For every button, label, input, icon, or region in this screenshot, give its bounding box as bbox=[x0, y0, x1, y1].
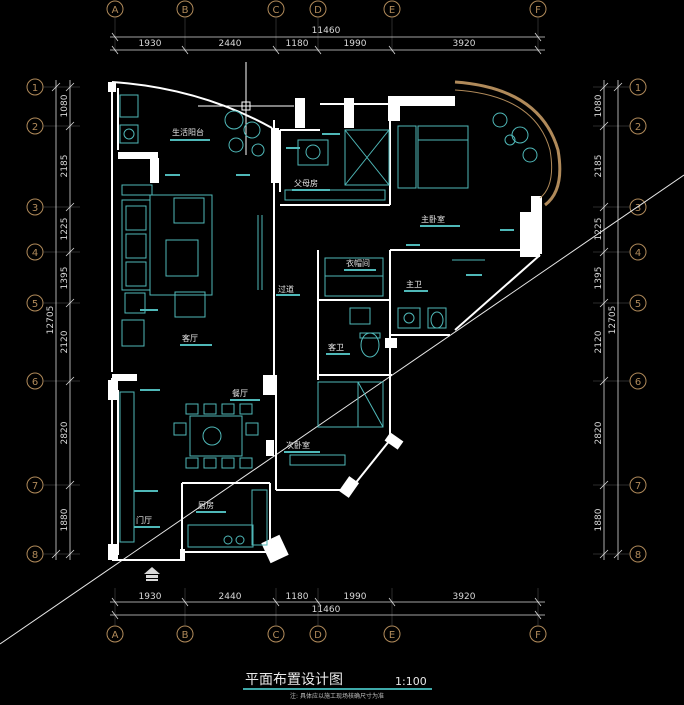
balcony-curves bbox=[111, 80, 562, 207]
left-dim-7: 1880 bbox=[60, 508, 70, 531]
left-dim-3: 1225 bbox=[60, 218, 70, 241]
right-dim-3: 1225 bbox=[594, 218, 604, 241]
axis-1-right: 1 bbox=[635, 83, 641, 94]
left-total-dim: 12705 bbox=[46, 306, 56, 335]
left-dim-2: 2185 bbox=[60, 155, 70, 178]
diagonal-reference-line bbox=[0, 174, 684, 645]
axis-f-top: F bbox=[535, 5, 541, 16]
room-label-kitchen: 厨房 bbox=[198, 500, 214, 510]
axis-e-top: E bbox=[389, 5, 395, 16]
right-dim-4: 1395 bbox=[594, 267, 604, 290]
axis-b-bottom: B bbox=[182, 630, 189, 641]
axis-4-left: 4 bbox=[32, 248, 38, 259]
axis-8-right: 8 bbox=[635, 550, 641, 561]
top-column-axes bbox=[106, 0, 547, 18]
axis-b-top: B bbox=[182, 5, 189, 16]
bottom-dim-2: 2440 bbox=[219, 592, 242, 602]
top-dim-2: 2440 bbox=[219, 39, 242, 49]
room-label-underlines bbox=[134, 133, 514, 528]
left-dimension-chain bbox=[51, 80, 75, 560]
axis-2-left: 2 bbox=[32, 122, 38, 133]
right-dim-6: 2820 bbox=[594, 421, 604, 444]
left-dim-4: 1395 bbox=[60, 267, 70, 290]
bottom-dim-4: 1990 bbox=[344, 592, 367, 602]
room-label-walk-in-closet: 衣帽间 bbox=[346, 258, 370, 268]
entrance-arrow-icon bbox=[144, 567, 160, 581]
top-dim-5: 3920 bbox=[453, 39, 476, 49]
room-label-master-bath: 主卫 bbox=[406, 279, 422, 289]
axis-c-bottom: C bbox=[273, 630, 280, 641]
right-dim-5: 2120 bbox=[594, 330, 604, 353]
left-dim-1: 1080 bbox=[60, 94, 70, 117]
axis-5-left: 5 bbox=[32, 299, 38, 310]
axis-3-left: 3 bbox=[32, 203, 38, 214]
bottom-total-dim: 11460 bbox=[312, 605, 341, 615]
axis-f-bottom: F bbox=[535, 630, 541, 641]
right-dim-2: 2185 bbox=[594, 155, 604, 178]
top-dim-4: 1990 bbox=[344, 39, 367, 49]
bottom-column-axes bbox=[106, 625, 547, 643]
top-dim-3: 1180 bbox=[286, 39, 309, 49]
right-total-dim: 12705 bbox=[608, 306, 618, 335]
axis-6-right: 6 bbox=[635, 377, 641, 388]
axis-7-right: 7 bbox=[635, 481, 641, 492]
axis-extension-lines bbox=[43, 17, 630, 626]
top-dimension-chain bbox=[110, 32, 545, 55]
axis-a-bottom: A bbox=[112, 630, 119, 641]
wall-piers bbox=[108, 82, 542, 564]
top-dim-1: 1930 bbox=[139, 39, 162, 49]
right-dimension-chain bbox=[599, 80, 623, 560]
right-dim-7: 1880 bbox=[594, 508, 604, 531]
axis-d-top: D bbox=[314, 5, 322, 16]
right-dim-1: 1080 bbox=[594, 94, 604, 117]
bottom-dimension-chain bbox=[110, 597, 545, 620]
room-label-parents-room: 父母房 bbox=[294, 178, 318, 188]
axis-5-right: 5 bbox=[635, 299, 641, 310]
left-dim-6: 2820 bbox=[60, 421, 70, 444]
drawing-note: 注: 具体应以施工现场核确尺寸为准 bbox=[290, 692, 384, 700]
axis-1-left: 1 bbox=[32, 83, 38, 94]
bottom-dim-1: 1930 bbox=[139, 592, 162, 602]
room-label-balcony: 生活阳台 bbox=[172, 127, 204, 137]
axis-6-left: 6 bbox=[32, 377, 38, 388]
axis-a-top: A bbox=[112, 5, 119, 16]
room-label-guest-bath: 客卫 bbox=[328, 342, 344, 352]
room-label-entrance: 门厅 bbox=[136, 515, 152, 525]
axis-c-top: C bbox=[273, 5, 280, 16]
room-label-master-bedroom: 主卧室 bbox=[421, 214, 445, 224]
axis-4-right: 4 bbox=[635, 248, 641, 259]
axis-d-bottom: D bbox=[314, 630, 322, 641]
furniture-layer bbox=[119, 94, 538, 548]
axis-3-right: 3 bbox=[635, 203, 641, 214]
bottom-dim-3: 1180 bbox=[286, 592, 309, 602]
room-label-second-bedroom: 次卧室 bbox=[286, 440, 310, 450]
left-dim-5: 2120 bbox=[60, 330, 70, 353]
drawing-title: 平面布置设计图 bbox=[245, 672, 343, 688]
top-total-dim: 11460 bbox=[312, 26, 341, 36]
exterior-walls bbox=[111, 82, 541, 561]
axis-8-left: 8 bbox=[32, 550, 38, 561]
bottom-dim-5: 3920 bbox=[453, 592, 476, 602]
room-label-living-room: 客厅 bbox=[182, 333, 198, 343]
cad-crosshair-cursor[interactable] bbox=[198, 62, 294, 155]
axis-7-left: 7 bbox=[32, 481, 38, 492]
drawing-scale: 1:100 bbox=[395, 675, 427, 688]
axis-2-right: 2 bbox=[635, 122, 641, 133]
axis-e-bottom: E bbox=[389, 630, 395, 641]
room-label-dining-room: 餐厅 bbox=[232, 389, 248, 398]
room-label-corridor: 过道 bbox=[278, 284, 294, 294]
